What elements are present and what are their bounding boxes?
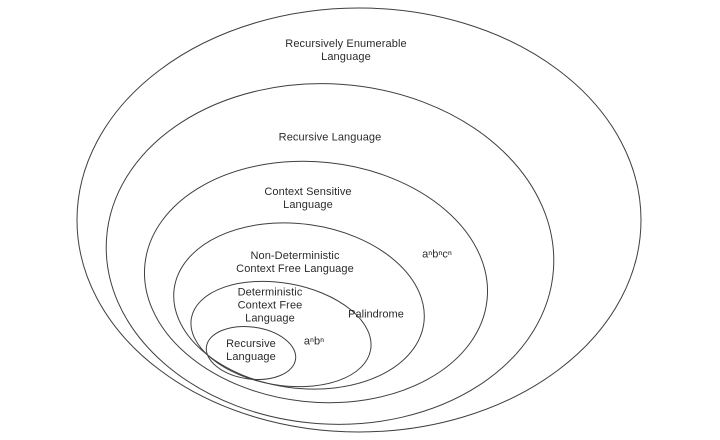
label-inner-recursive-language: Recursive Language [226,338,276,363]
label-recursively-enumerable-language: Recursively Enumerable Language [285,38,407,63]
label-context-sensitive-language: Context Sensitive Language [264,186,352,211]
annotation-anbn: aⁿbⁿ [303,335,325,348]
ellipse-recursively-enumerable [76,7,642,433]
annotation-anbncn: aⁿbⁿcⁿ [422,248,452,261]
ellipse-context-sensitive [143,160,489,404]
annotation-palindrome: Palindrome [348,308,404,321]
ellipse-inner-recursive [205,326,297,380]
label-deterministic-context-free-language: Deterministic Context Free Language [237,286,303,325]
label-non-deterministic-context-free-language: Non-Deterministic Context Free Language [236,250,354,275]
label-recursive-language: Recursive Language [278,131,382,144]
ellipse-recursive [105,83,555,425]
ellipse-deterministic-context-free [190,280,372,388]
ellipse-non-deterministic-context-free [173,222,425,390]
